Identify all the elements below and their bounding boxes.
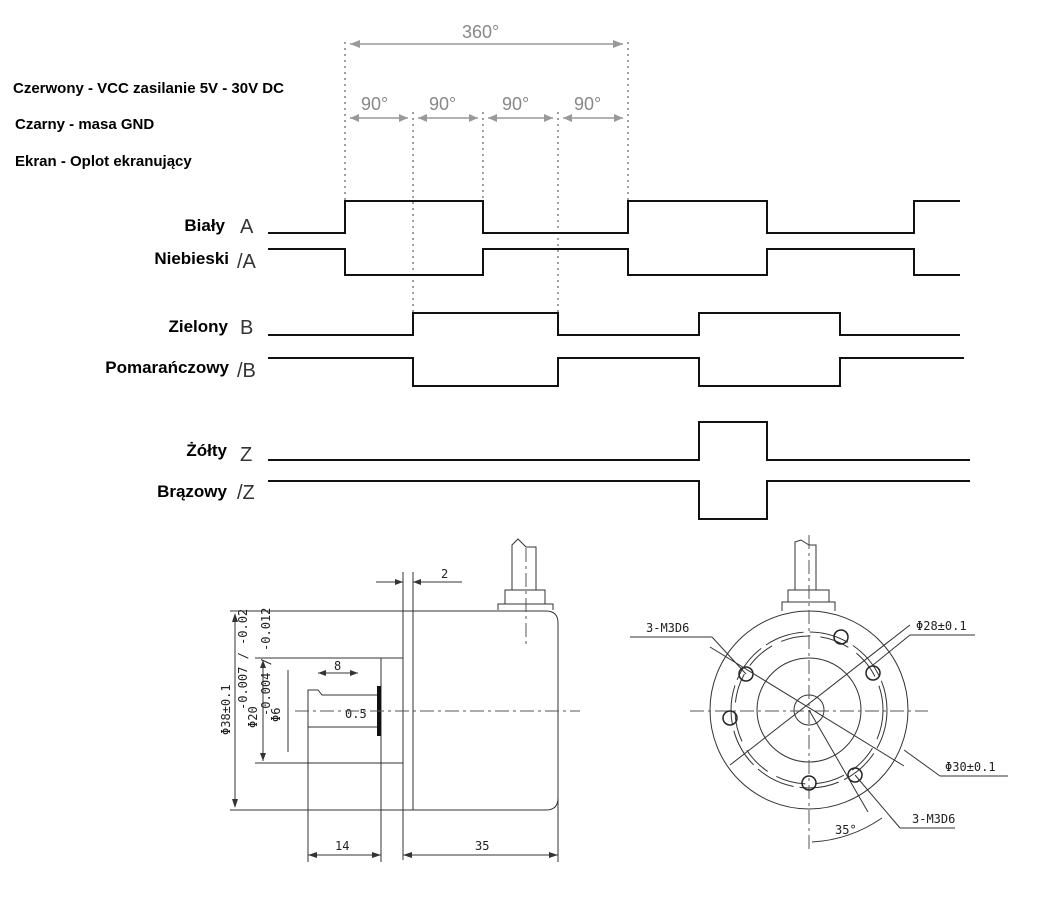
pcd-small-label: Φ28±0.1 (916, 619, 967, 633)
wire-color-label: Brązowy (157, 482, 227, 501)
front-view-drawing: 3-M3D6 Φ28±0.1 Φ30±0.1 3-M3D6 35° (630, 535, 1008, 850)
shaft-diameter-dim: Φ6 (269, 708, 283, 722)
angle-label: 35° (835, 823, 857, 837)
signal-name: /A (237, 251, 257, 273)
wire-color-label: Zielony (168, 317, 228, 336)
note-vcc: Czerwony - VCC zasilanie 5V - 30V DC (13, 80, 284, 97)
side-view-drawing: 2 0.5 8 Φ38±0.1 Φ20 -0.007 / -0.02 Φ6 -0… (219, 538, 580, 862)
boss-diameter-dim: Φ20 (246, 706, 260, 728)
boss-tolerance: -0.007 / -0.02 (236, 609, 250, 710)
period-label: 360° (462, 22, 499, 42)
shaft-tolerance: -0.004 / -0.012 (259, 608, 273, 716)
wire-color-label: Niebieski (154, 249, 229, 268)
wire-color-label: Biały (184, 216, 225, 235)
body-length-dim: 35 (475, 839, 489, 853)
waveform-a-inv (268, 248, 960, 276)
waveform-b-inv (268, 357, 964, 387)
period-dimension: 360° 90° 90° 90° 90° (344, 22, 629, 313)
body-diameter-dim: Φ38±0.1 (219, 684, 233, 735)
signal-name: Z (240, 444, 252, 466)
flat-depth-dim: 0.5 (345, 707, 367, 721)
waveform-b (268, 312, 960, 336)
quarter-label: 90° (361, 94, 388, 114)
pcd-large-label: Φ30±0.1 (945, 760, 996, 774)
holes-left-label: 3-M3D6 (646, 621, 689, 635)
waveform-z (268, 421, 970, 461)
holes-right-label: 3-M3D6 (912, 812, 955, 826)
waveform-a (268, 200, 960, 234)
note-gnd: Czarny - masa GND (15, 116, 154, 133)
quarter-label: 90° (429, 94, 456, 114)
signal-name: A (240, 216, 254, 238)
flat-length-dim: 8 (334, 659, 341, 673)
signal-name: B (240, 317, 253, 339)
signal-name: /Z (237, 482, 255, 504)
waveform-z-inv (268, 480, 970, 520)
quarter-label: 90° (574, 94, 601, 114)
signal-name: /B (237, 360, 256, 382)
wire-color-label: Żółty (186, 441, 227, 460)
wire-color-label: Pomarańczowy (105, 358, 229, 377)
note-shield: Ekran - Oplot ekranujący (15, 153, 192, 170)
flange-dim: 2 (441, 567, 448, 581)
shaft-length-dim: 14 (335, 839, 349, 853)
quarter-label: 90° (502, 94, 529, 114)
